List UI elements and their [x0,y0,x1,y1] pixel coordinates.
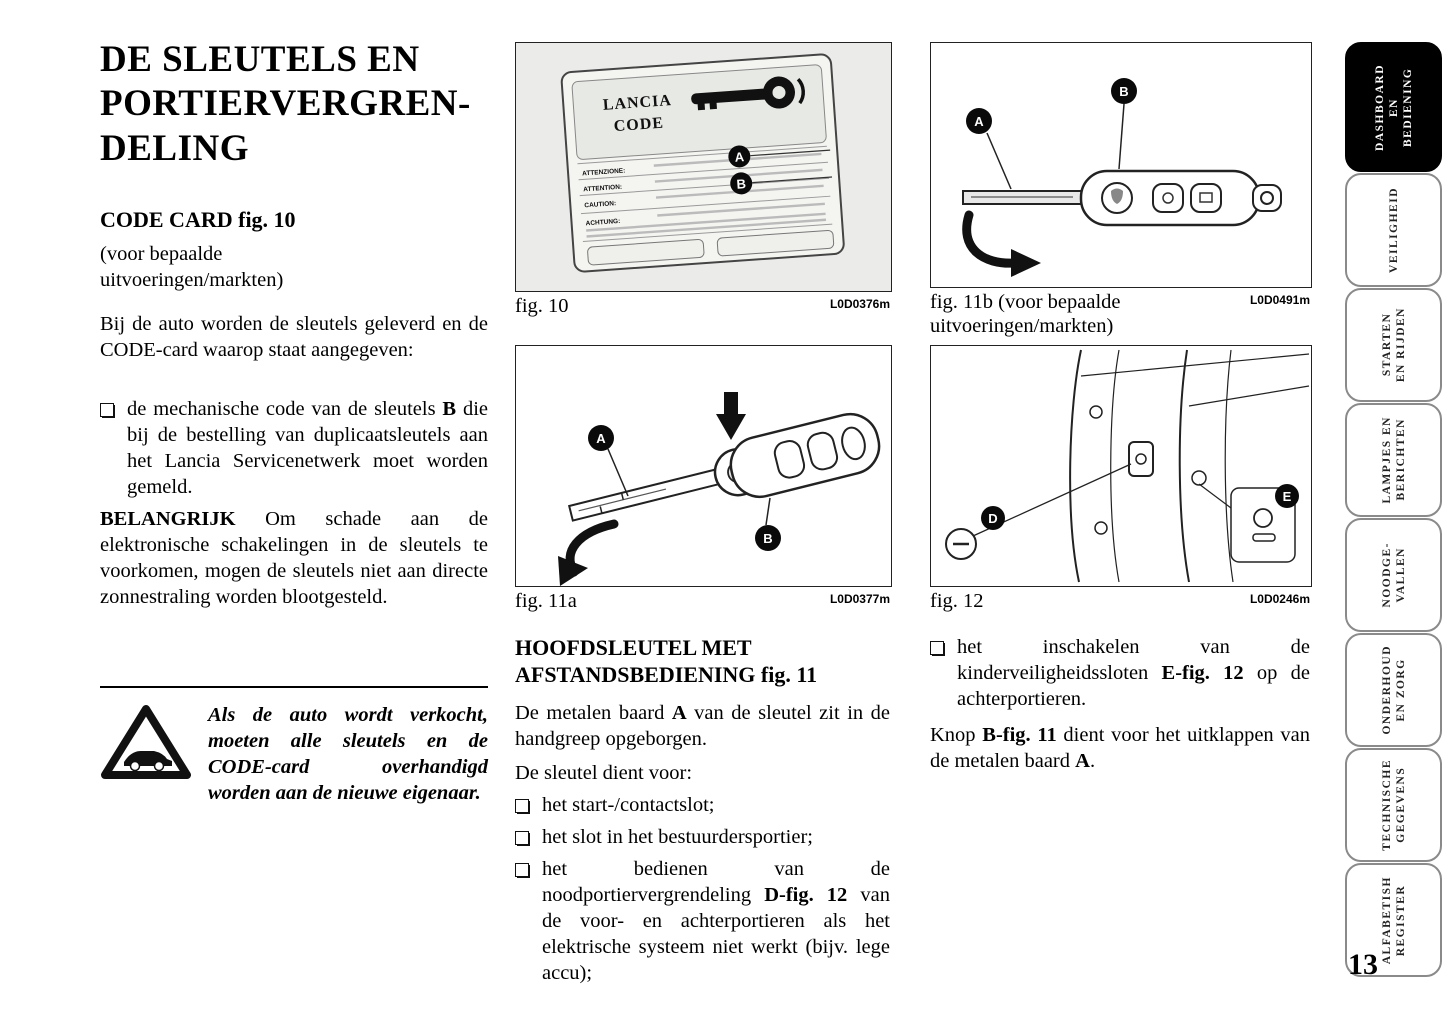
fig11a-marker-a: A [588,425,614,451]
list-item-text: het slot in het bestuurdersportier; [542,826,813,848]
list-item: het slot in het bestuurdersportier; [515,824,890,850]
fig11b-caption: fig. 11b (voor bepaalde uitvoeringen/mar… [930,291,1121,337]
figure-11a: A B [515,345,892,587]
flip-arrow-icon [962,210,1041,277]
paragraph: Knop B-fig. 11 dient voor het uitklappen… [930,724,1310,772]
sidebar-tab-alfabetisch-register: ALFABETISH REGISTER [1345,863,1442,977]
fig10-marker-b: B [730,172,753,195]
svg-text:A: A [974,114,984,129]
code-card-brand: LANCIA [602,92,672,114]
fig10-caption: fig. 10 [515,295,569,317]
car-icon [124,751,172,772]
bullet-square-icon [100,403,115,418]
fig12-caption-row: fig. 12 L0D0246m [930,589,1310,613]
list-item: de mechanische code van de sleutels B di… [100,396,488,500]
fig11a-code: L0D0377m [829,592,890,606]
fig11a-caption-row: fig. 11a L0D0377m [515,589,890,613]
fig12-illustration: D E [945,349,1310,583]
section-heading-hoofdsleutel: HOOFDSLEUTEL MET AFSTANDSBEDIENING fig. … [515,635,818,687]
list-item: het bedienen van de noodportiervergrende… [515,856,890,986]
figure-11b: A B [930,42,1312,288]
bullet-square-icon [930,641,945,656]
svg-text:B: B [763,531,772,546]
list-item-text: de mechanische code van de sleutels B di… [127,398,488,498]
list-item: het start-/contactslot; [515,792,890,818]
fig11b-marker-b: B [1111,78,1137,104]
fig12-caption: fig. 12 [930,590,984,612]
section-heading-code-card: CODE CARD fig. 10 [100,207,296,232]
paragraph: De sleutel dient voor: [515,762,693,784]
svg-text:D: D [988,511,997,526]
flip-arrow-icon [558,519,619,586]
key-icon [691,76,805,111]
fig11a-marker-b: B [755,525,781,551]
code-card-label-caution: CAUTION: [584,200,616,209]
svg-text:E: E [1283,489,1292,504]
page-title: DE SLEUTELS EN PORTIERVERGREN- DELING [100,39,471,169]
warning-block: Als de auto wordt verkocht, moeten alle … [100,702,488,806]
paragraph: De metalen baard A van de sleutel zit in… [515,702,890,750]
list-item-text: het start-/contactslot; [542,794,715,816]
fig12-marker-e: E [1275,484,1299,508]
list-item-text: het inschakelen van de kinderveiligheids… [957,636,1310,710]
sidebar-tab-starten-en-rijden: STARTEN EN RIJDEN [1345,288,1442,402]
warning-triangle-icon [101,705,191,779]
svg-text:B: B [1119,84,1128,99]
bullet-square-icon [515,831,530,846]
fig11b-code: L0D0491m [1249,293,1310,307]
fig11a-caption: fig. 11a [515,590,577,612]
code-card-label-achtung: ACHTUNG: [585,218,620,227]
code-card-brand2: CODE [613,115,664,135]
sidebar-tab-technische-gegevens: TECHNISCHE GEGEVENS [1345,748,1442,862]
svg-text:A: A [596,431,606,446]
code-card-label-attenzione: ATTENZIONE: [582,167,626,177]
sidebar-tab-dashboard-en-bediening: DASHBOARD EN BEDIENING [1345,42,1442,172]
important-paragraph: BELANGRIJK Om schade aan de elektronisch… [100,508,488,608]
warning-text: Als de auto wordt verkocht, moeten alle … [208,704,488,804]
fig11b-caption-row: fig. 11b (voor bepaalde uitvoeringen/mar… [930,290,1310,338]
fig10-caption-row: fig. 10 L0D0376m [515,294,890,318]
bullet-square-icon [515,799,530,814]
fig12-marker-d: D [981,506,1005,530]
list-item: het inschakelen van de kinderveiligheids… [930,634,1310,712]
fig11b-marker-a: A [966,108,992,134]
intro-paragraph: Bij de auto worden de sleutels geleverd … [100,313,488,361]
fig12-code: L0D0246m [1249,592,1310,606]
sidebar-tab-veiligheid: VEILIGHEID [1345,173,1442,287]
code-card-label-attention: ATTENTION: [583,184,622,194]
bullet-square-icon [515,863,530,878]
svg-text:B: B [736,176,746,192]
fig11a-illustration: A B [558,392,881,586]
fig10-illustration: LANCIA CODE [560,53,845,273]
sidebar-tab-lampjes-en-berichten: LAMPJES EN BERICHTEN [1345,403,1442,517]
sidebar-tab-noodgevallen: NOODGE- VALLEN [1345,518,1442,632]
divider [100,686,488,688]
figure-12: D E [930,345,1312,587]
sidebar-tab-onderhoud-en-zorg: ONDERHOUD EN ZORG [1345,633,1442,747]
page-number: 13 [1348,948,1378,981]
fig10-code: L0D0376m [829,297,890,311]
fig10-marker-a: A [728,145,751,168]
svg-text:A: A [734,149,745,165]
press-arrow-icon [716,392,746,440]
fig11b-illustration: A B [962,78,1282,277]
list-item-text: het bedienen van de noodportiervergrende… [542,858,890,984]
section-subheading: (voor bepaalde uitvoeringen/markten) [100,243,284,291]
figure-10: LANCIA CODE [515,42,892,292]
